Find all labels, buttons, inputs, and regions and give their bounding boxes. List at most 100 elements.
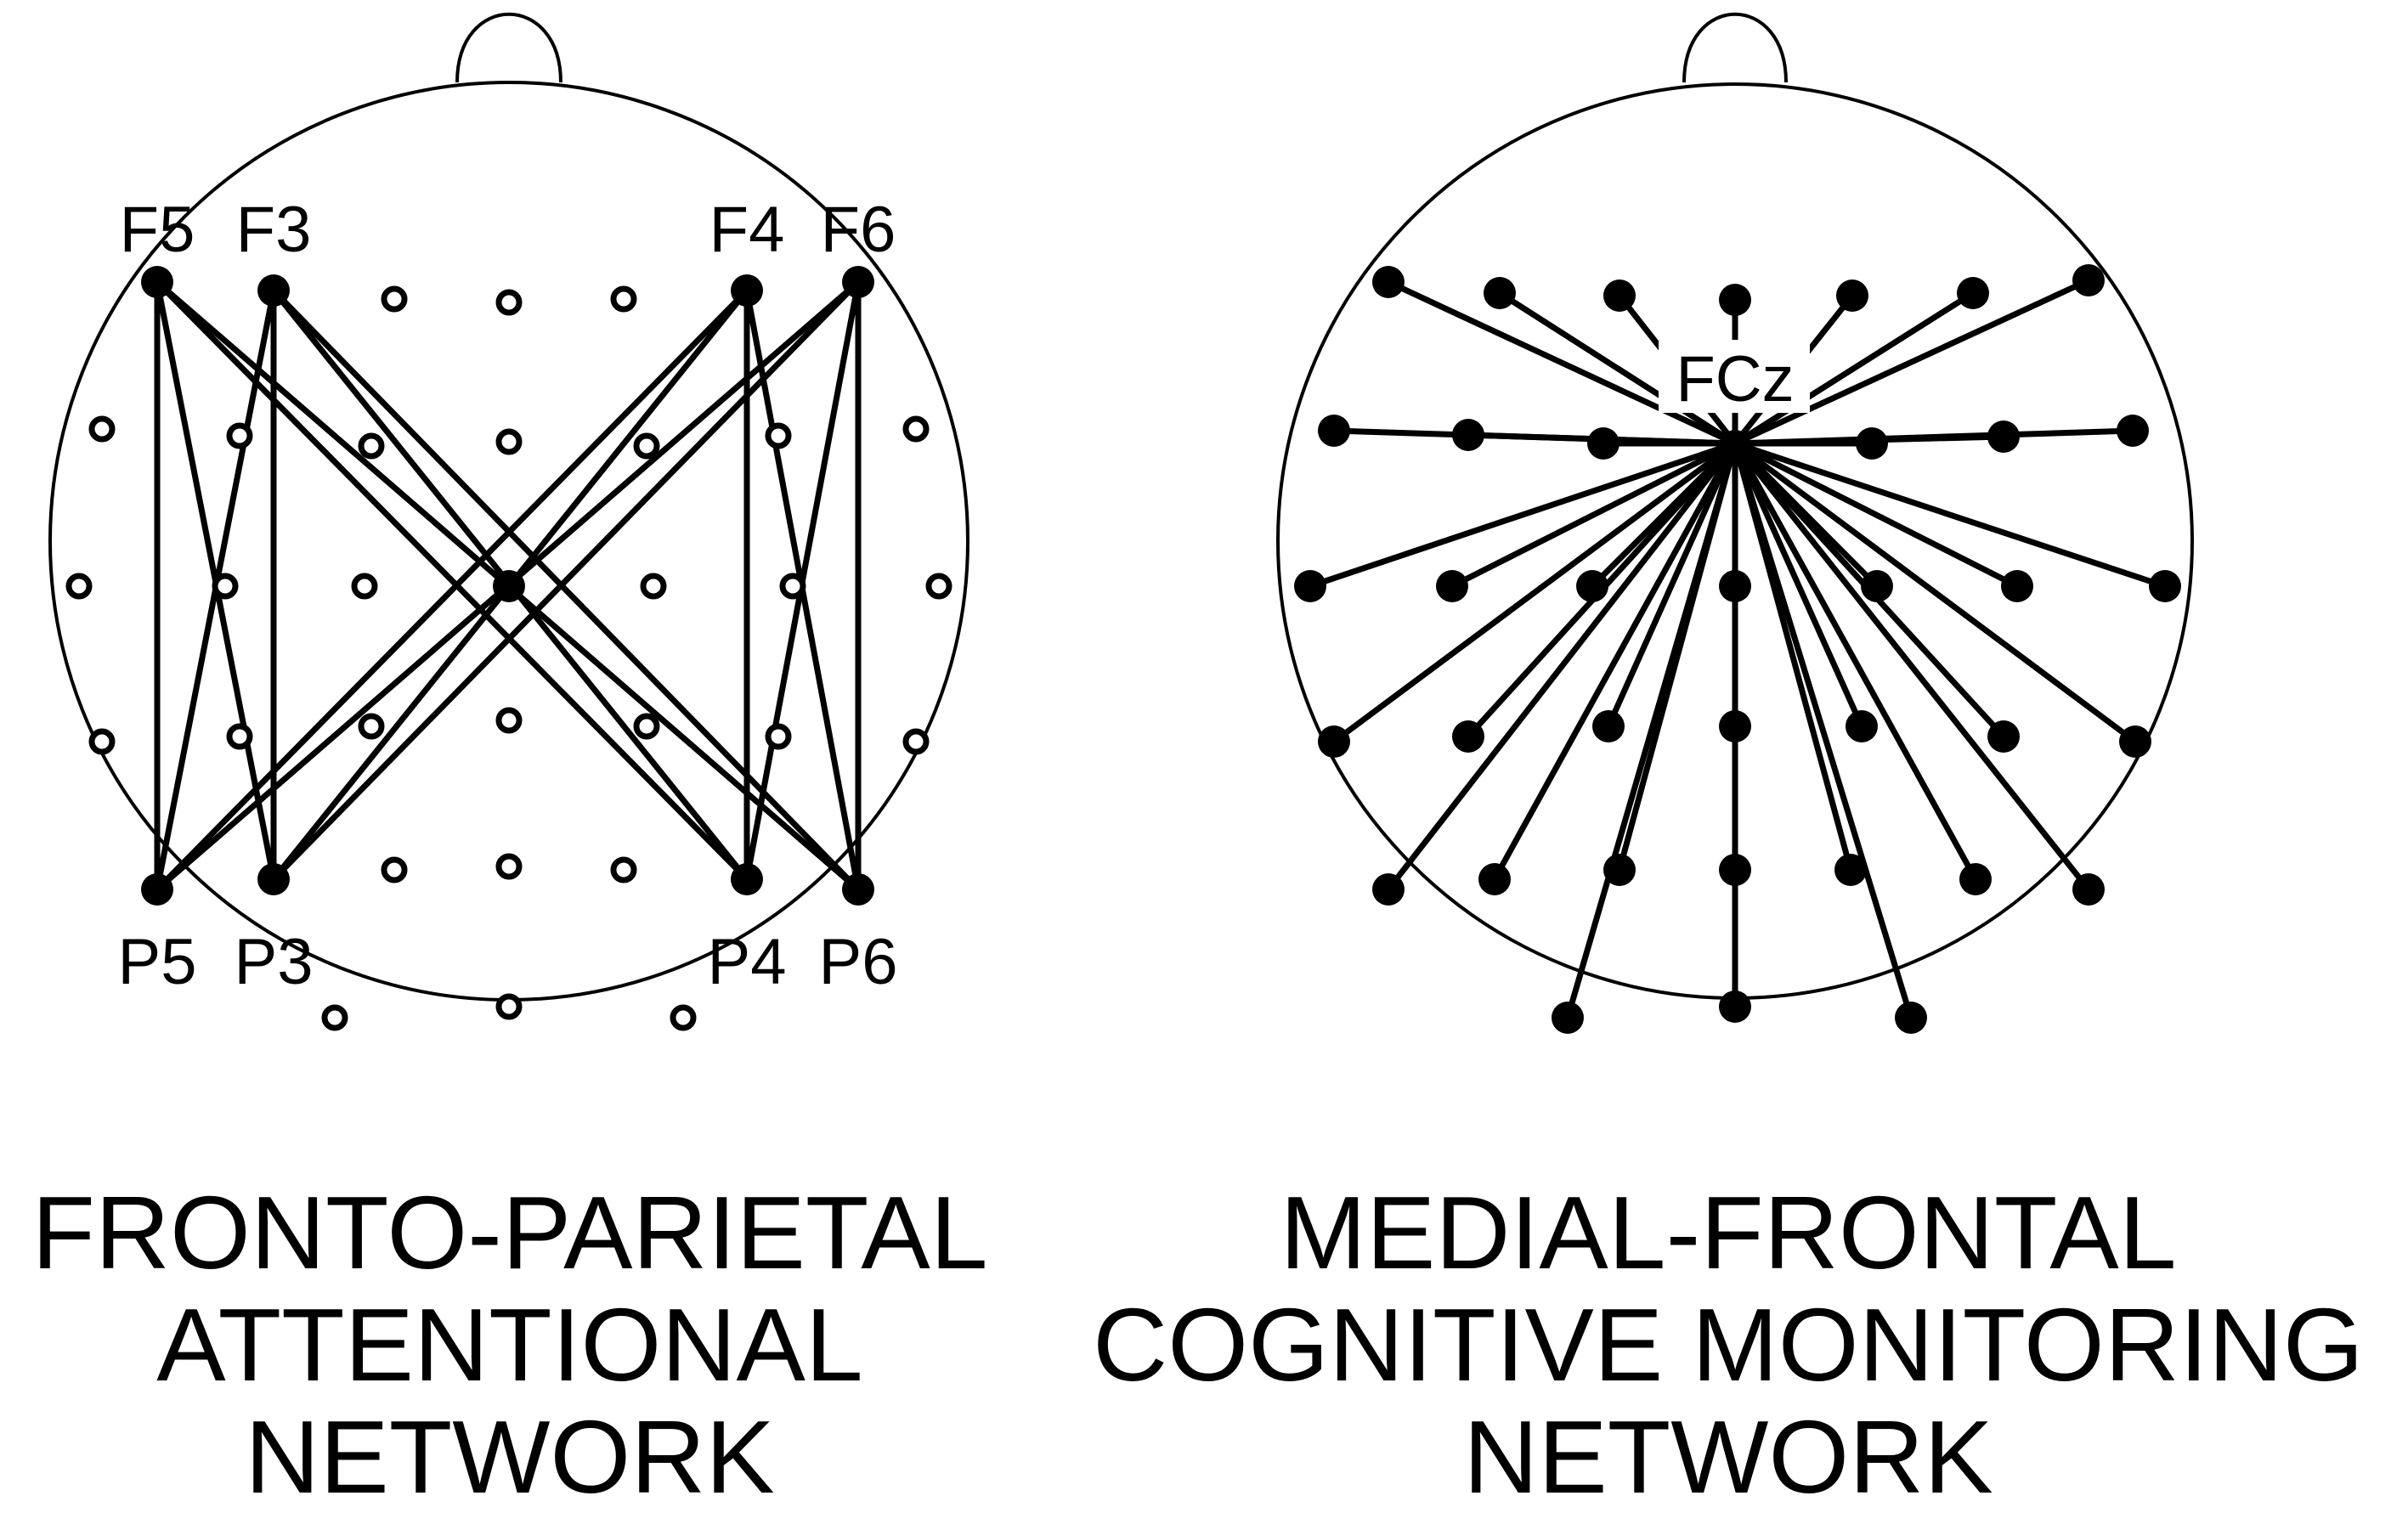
edge-to-fcz bbox=[1386, 441, 1738, 892]
electrode-node-inactive bbox=[351, 573, 378, 600]
electrode-node bbox=[1603, 279, 1636, 312]
electrode-node-inactive bbox=[65, 573, 93, 600]
electrode-node bbox=[2149, 570, 2181, 602]
nose-icon bbox=[455, 12, 562, 83]
medial-frontal-head-map: FCz bbox=[1276, 12, 2194, 1034]
electrode-node-inactive bbox=[670, 1004, 697, 1031]
electrode-node bbox=[1957, 277, 1989, 309]
electrode-node-p3 bbox=[257, 863, 290, 895]
edge-to-fcz bbox=[1491, 442, 1738, 881]
electrode-node bbox=[2119, 725, 2151, 758]
electrode-node-f4 bbox=[731, 274, 763, 307]
electrode-label-f4: F4 bbox=[709, 194, 785, 266]
electrode-node-p5 bbox=[141, 873, 173, 906]
electrode-node-inactive bbox=[495, 428, 523, 455]
caption-line: ATTENTIONAL bbox=[156, 1287, 863, 1403]
electrode-node-inactive bbox=[610, 285, 637, 313]
edge-to-fcz bbox=[1733, 440, 2167, 590]
electrode-node-inactive bbox=[925, 573, 952, 600]
electrode-node-inactive bbox=[902, 415, 930, 443]
electrode-node bbox=[1436, 570, 1468, 602]
edge-to-fcz bbox=[1564, 443, 1738, 1019]
electrode-node-inactive bbox=[321, 1004, 348, 1031]
caption-line: NETWORK bbox=[1463, 1399, 1993, 1515]
electrode-node bbox=[1959, 863, 1992, 895]
electrode-node bbox=[1294, 570, 1326, 602]
edge-to-fcz bbox=[1605, 442, 1738, 728]
electrode-node bbox=[1484, 277, 1516, 309]
electrode-node-inactive bbox=[88, 415, 116, 443]
electrode-label-p4: P4 bbox=[708, 926, 787, 998]
electrode-node bbox=[1834, 854, 1867, 886]
electrode-label-f3: F3 bbox=[236, 194, 312, 266]
nose-icon bbox=[1682, 12, 1788, 83]
electrode-node bbox=[2072, 873, 2105, 906]
medial-frontal-caption: MEDIAL-FRONTAL COGNITIVE MONITORING NETW… bbox=[1049, 1177, 2408, 1513]
electrode-node bbox=[1318, 415, 1350, 447]
electrode-node-inactive bbox=[495, 707, 523, 734]
electrode-node bbox=[1987, 421, 2020, 453]
electrode-node-inactive bbox=[495, 289, 523, 316]
fronto-parietal-caption: FRONTO-PARIETAL ATTENTIONAL NETWORK bbox=[0, 1177, 1020, 1513]
electrode-node bbox=[1836, 279, 1868, 312]
electrode-node-inactive bbox=[779, 573, 806, 600]
edge-f5-p4 bbox=[155, 279, 749, 882]
electrode-node bbox=[1372, 266, 1405, 298]
caption-line: COGNITIVE MONITORING bbox=[1093, 1287, 2364, 1403]
electrode-labels: F5 F3 F4 F6 P5 P3 P4 P6 bbox=[118, 194, 898, 998]
electrode-node-inactive bbox=[358, 713, 385, 740]
electrode-node bbox=[1452, 720, 1484, 753]
electrode-node-inactive bbox=[381, 856, 408, 883]
electrode-node bbox=[1856, 427, 1888, 460]
electrode-node bbox=[1372, 873, 1405, 906]
edge-to-fcz bbox=[1498, 291, 1737, 446]
electrode-node-inactive bbox=[495, 993, 523, 1020]
electrode-node bbox=[1719, 570, 1751, 602]
electrode-node bbox=[1719, 854, 1751, 886]
electrode-node-inactive bbox=[610, 856, 637, 883]
electrode-node bbox=[1478, 863, 1511, 895]
electrode-node bbox=[2001, 570, 2033, 602]
edge-to-fcz bbox=[1733, 441, 2091, 892]
electrode-node bbox=[1587, 427, 1619, 460]
edge-to-fcz bbox=[1309, 440, 1737, 590]
electrode-node bbox=[2072, 264, 2105, 296]
edge-to-fcz bbox=[1331, 441, 1738, 744]
electrode-node-inactive bbox=[765, 723, 792, 750]
caption-line: MEDIAL-FRONTAL bbox=[1280, 1175, 2177, 1290]
electrode-node bbox=[1552, 1002, 1584, 1034]
edge-to-fcz bbox=[1733, 277, 2090, 447]
electrode-node-inactive bbox=[765, 422, 792, 449]
edge-to-fcz bbox=[1733, 440, 2019, 590]
electrode-node bbox=[2117, 415, 2149, 447]
edge-to-fcz bbox=[1734, 427, 2134, 447]
electrode-node bbox=[1576, 570, 1608, 602]
electrode-nodes bbox=[1294, 264, 2181, 1034]
electrode-node-f3 bbox=[257, 274, 290, 307]
electrode-node-inactive bbox=[640, 573, 667, 600]
electrode-node-inactive bbox=[88, 728, 116, 755]
edge-to-fcz bbox=[1450, 440, 1737, 590]
electrode-node bbox=[1603, 854, 1636, 886]
electrode-node bbox=[1861, 570, 1893, 602]
edge-f4-p5 bbox=[155, 288, 749, 892]
edge-to-fcz bbox=[1732, 442, 1979, 881]
edge-to-fcz bbox=[1733, 291, 1975, 446]
electrode-node-p4 bbox=[731, 863, 763, 895]
electrode-node-inactive bbox=[226, 723, 253, 750]
electrode-node-inactive bbox=[633, 432, 660, 460]
hub-label-fcz: FCz bbox=[1676, 343, 1794, 415]
electrode-node-inactive bbox=[212, 573, 239, 600]
electrode-label-p6: P6 bbox=[819, 926, 898, 998]
electrode-node bbox=[1318, 725, 1350, 758]
electrode-node-inactive bbox=[226, 422, 253, 449]
electrode-node-inactive bbox=[358, 432, 385, 460]
electrode-label-p5: P5 bbox=[118, 926, 197, 998]
fronto-parietal-head-map: F5 F3 F4 F6 P5 P3 P4 P6 bbox=[48, 12, 969, 1031]
edge-f6-p3 bbox=[271, 279, 861, 882]
electrode-node-inactive bbox=[902, 728, 930, 755]
edge-f3-p6 bbox=[271, 288, 861, 892]
electrode-node bbox=[1452, 419, 1484, 451]
edge-to-fcz bbox=[1733, 441, 2138, 744]
